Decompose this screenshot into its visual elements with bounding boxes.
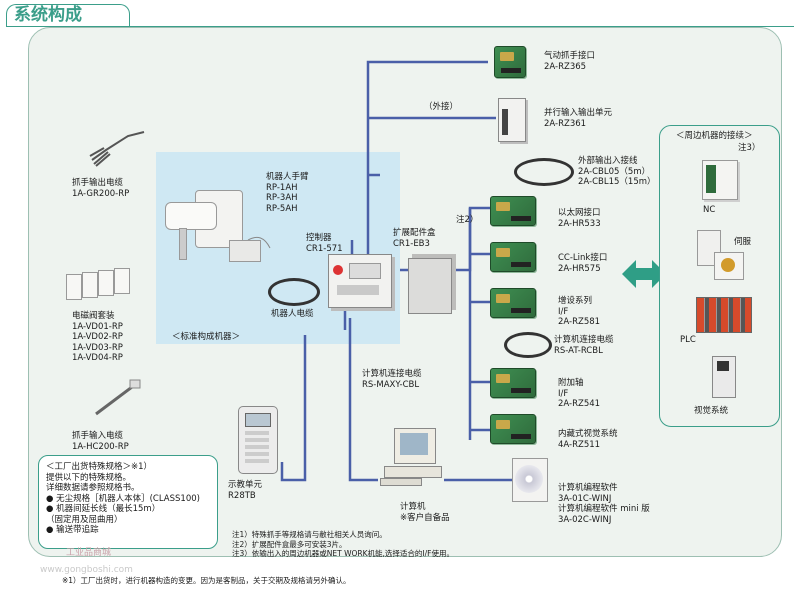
parallel-io-label: 并行输入输出单元 2A-RZ361 [544, 108, 613, 129]
external-label: （外接） [424, 102, 459, 112]
external-io-cable-label: 外部输出入接线 2A-CBL05（5m） 2A-CBL15（15m） [578, 156, 656, 187]
peripheral-plc: PLC [680, 335, 696, 345]
computer-label: 计算机 ※客户自备品 [400, 502, 450, 523]
standard-group-area [156, 152, 400, 344]
gripper-input-cable-label: 抓手输入电缆 1A-HC200-RP [72, 431, 129, 452]
title-underline [6, 26, 794, 27]
peripheral-vision: 视觉系统 [694, 406, 729, 416]
gripper-output-cable-image [88, 128, 148, 168]
ethernet-label: 以太网接口 2A-HR533 [558, 208, 601, 229]
vision-board-label: 内藏式视觉系统 4A-RZ511 [558, 429, 618, 450]
teach-pendant-label: 示教单元 R28TB [228, 480, 263, 501]
controller-image [328, 254, 392, 308]
robot-cable-label: 机器人电缆 [271, 309, 314, 319]
extended-serial-board [490, 288, 536, 318]
software-label: 计算机编程软件 3A-01C-WINJ 计算机编程软件 mini 版 3A-02… [558, 483, 650, 525]
software-cd-image [512, 458, 548, 502]
cc-link-board [490, 242, 536, 272]
factory-spec-box [38, 455, 218, 549]
double-arrow-icon [622, 260, 666, 288]
solenoid-valve-label: 电磁阀套装 1A-VD01-RP 1A-VD02-RP 1A-VD03-RP 1… [72, 311, 123, 363]
footnote: ※1）工厂出货时，进行机器构造的变更。因为是客制品，关于交期及规格请另外确认。 [62, 576, 351, 585]
standard-group-label: ＜标准构成机器＞ [172, 332, 241, 342]
teach-pendant-image [238, 406, 278, 474]
nc-unit-image [702, 160, 738, 200]
gripper-input-cable-image [92, 378, 142, 418]
additional-axis-label: 附加轴 I/F 2A-RZ541 [558, 378, 601, 409]
additional-axis-board [490, 368, 536, 398]
servo-motor-image [714, 252, 744, 280]
robot-cable-image [268, 278, 320, 306]
factory-spec-text: ＜工厂出货特殊规格＞※1） 提供以下的特殊规格。 详细数据请参照规格书。 ● 无… [46, 462, 200, 535]
controller-label: 控制器 CR1-571 [306, 233, 343, 254]
solenoid-valve-image [66, 268, 134, 302]
watermark-brand: 工业品商城 [66, 548, 112, 558]
peripheral-nc: NC [703, 205, 716, 215]
pc-cable-label: 计算机连接电缆 RS-MAXY-CBL [362, 369, 422, 390]
parallel-io-unit-image [498, 98, 526, 142]
plc-image [696, 297, 752, 333]
cc-link-label: CC-Link接口 2A-HR575 [558, 253, 608, 274]
peripheral-note: 注3） [738, 143, 761, 153]
ethernet-board [490, 196, 536, 226]
expansion-note-mark: 注2） [456, 215, 479, 225]
pc-link-cable-label: 计算机连接电缆 RS-AT-RCBL [554, 335, 614, 356]
notes: 注1）特殊抓手等规格请与敝社相关人员询问。 注2）扩展配件盒最多可安装3片。 注… [232, 530, 454, 558]
pc-link-cable-image [504, 332, 552, 358]
pneumatic-interface-label: 气动抓手接口 2A-RZ365 [544, 51, 596, 72]
robot-arm-label: 机器人手臂 RP-1AH RP-3AH RP-5AH [266, 172, 309, 214]
pneumatic-interface-board [494, 46, 526, 78]
computer-image [380, 428, 442, 486]
expansion-box-image [408, 258, 452, 314]
gripper-output-cable-label: 抓手输出电缆 1A-GR200-RP [72, 178, 130, 199]
title-tab [6, 4, 130, 27]
page-title: 系统构成 [14, 5, 82, 25]
peripheral-title: ＜周边机器的接续＞ [676, 131, 753, 141]
external-io-cable-image [514, 158, 574, 186]
peripheral-servo: 伺服 [734, 237, 752, 247]
expansion-label: 扩展配件盒 CR1-EB3 [393, 228, 436, 249]
watermark-url: www.gongboshi.com [40, 565, 133, 575]
vision-board [490, 414, 536, 444]
extended-serial-label: 增设系列 I/F 2A-RZ581 [558, 296, 601, 327]
vision-unit-image [712, 356, 736, 398]
robot-arm-image [165, 186, 261, 270]
